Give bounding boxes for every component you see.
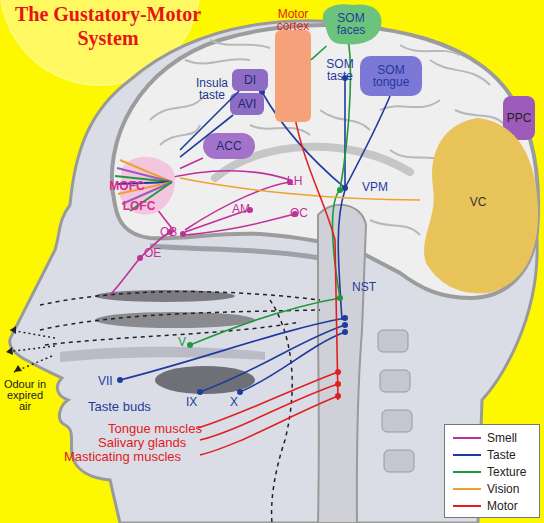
relay-dot xyxy=(337,295,343,301)
structure-label: IX xyxy=(186,396,197,408)
structure-label: SOM taste xyxy=(322,58,358,82)
relay-dot xyxy=(337,187,343,193)
relay-dot xyxy=(237,389,243,395)
relay-dot xyxy=(137,255,143,261)
taste-pathway xyxy=(120,78,390,392)
pathway-connector xyxy=(180,115,233,157)
structure-label: VII xyxy=(98,375,113,387)
legend-row: Smell xyxy=(445,431,539,445)
relay-dot xyxy=(342,329,348,335)
structure-label: Insula taste xyxy=(192,77,232,101)
region-outline xyxy=(424,118,538,293)
odour-arrowhead xyxy=(6,326,22,372)
structure-label: Taste buds xyxy=(88,400,151,413)
vertebra xyxy=(380,370,410,392)
motor-relay-dots xyxy=(289,97,341,399)
region-label: PPC xyxy=(503,112,535,124)
region-label: VC xyxy=(458,196,498,208)
structure-label: LH xyxy=(287,175,302,187)
airflow-path xyxy=(40,292,320,523)
brain-region: Motor cortex xyxy=(275,30,311,122)
region-label: ACC xyxy=(203,140,255,152)
relay-dot xyxy=(180,231,186,237)
legend-line-sample xyxy=(453,437,481,439)
brain-region: VC xyxy=(418,118,540,296)
structure-label: Tongue muscles xyxy=(108,422,202,435)
relay-dot xyxy=(342,322,348,328)
region-label: DI xyxy=(232,74,268,86)
relay-dot xyxy=(117,377,123,383)
pathway-connector xyxy=(180,158,203,169)
texture-relay-dots xyxy=(187,37,351,348)
relay-dot xyxy=(342,315,348,321)
vertebra xyxy=(378,330,408,352)
skull-base xyxy=(150,246,320,258)
legend-label: Texture xyxy=(487,465,526,479)
legend-label: Taste xyxy=(487,448,516,462)
structure-label: V xyxy=(178,336,186,348)
nasal-turbinate xyxy=(95,290,235,302)
relay-dot xyxy=(335,381,341,387)
structure-label: VPM xyxy=(362,181,388,193)
brain-region: DI xyxy=(232,69,268,91)
brain-region: SOM tongue xyxy=(360,56,422,96)
diagram-title: The Gustatory-Motor System xyxy=(4,2,212,50)
legend-line-sample xyxy=(453,471,481,473)
legend-line-sample xyxy=(453,454,481,456)
vertebra xyxy=(384,450,414,472)
palate xyxy=(60,347,265,362)
structure-label: OE xyxy=(144,247,161,259)
region-label: MOFC xyxy=(106,180,148,192)
region-label: AVI xyxy=(230,98,264,110)
pathway-connector xyxy=(180,91,239,150)
legend-label: Vision xyxy=(487,482,519,496)
relay-dot xyxy=(335,393,341,399)
legend-label: Smell xyxy=(487,431,517,445)
motor-pathway xyxy=(198,100,338,455)
relay-dot xyxy=(335,369,341,375)
pathway-connector xyxy=(311,46,326,60)
brain-region: ACC xyxy=(203,133,255,159)
brainstem xyxy=(318,205,366,523)
structure-label: OC xyxy=(290,207,308,219)
relay-dot xyxy=(187,342,193,348)
odour-flow xyxy=(6,330,55,372)
structure-label: X xyxy=(230,396,238,408)
region-label: SOM faces xyxy=(330,12,372,36)
relay-dot xyxy=(197,389,203,395)
structure-label: Odour in expired air xyxy=(0,379,50,412)
legend-row: Vision xyxy=(445,482,539,496)
region-outline xyxy=(323,4,382,44)
vertebra xyxy=(382,410,412,432)
texture-pathway xyxy=(190,40,350,345)
legend-line-sample xyxy=(453,505,481,507)
brain-region: MOFCLOFC xyxy=(112,148,180,220)
legend-label: Motor xyxy=(487,499,518,513)
structure-label: OB xyxy=(160,226,177,238)
region-label: SOM tongue xyxy=(370,64,412,88)
structure-label: AM xyxy=(232,203,250,215)
brain-region: SOM faces xyxy=(318,2,384,46)
structure-label: NST xyxy=(352,281,376,293)
structure-label: Masticating muscles xyxy=(64,450,181,463)
legend-row: Taste xyxy=(445,448,539,462)
structure-label: Salivary glands xyxy=(98,436,186,449)
legend-row: Texture xyxy=(445,465,539,479)
region-label: Motor cortex xyxy=(267,8,319,32)
taste-relay-dots xyxy=(117,75,348,395)
region-label: LOFC xyxy=(118,200,160,212)
legend-box: SmellTasteTextureVisionMotor xyxy=(444,424,540,518)
brain-region: AVI xyxy=(230,93,264,115)
legend-row: Motor xyxy=(445,499,539,513)
legend-line-sample xyxy=(453,488,481,490)
